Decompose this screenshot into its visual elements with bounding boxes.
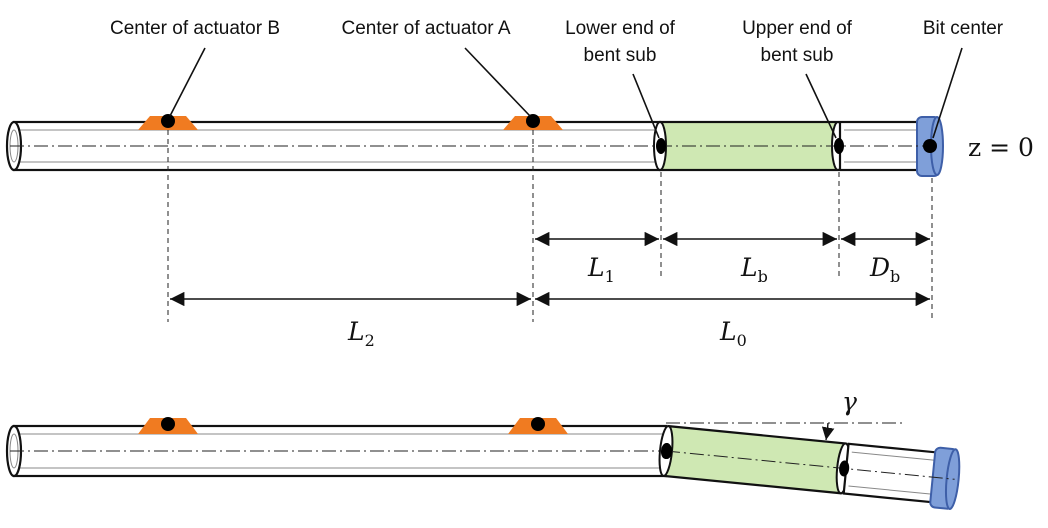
actuator-a-center-dot (526, 114, 540, 128)
z-equals-zero: z = 0 (968, 133, 1034, 162)
bent-actuator-a-dot (531, 417, 545, 431)
dimension-arrows (170, 231, 930, 307)
leader-lines (169, 47, 963, 139)
lower-end-label-line1: Lower end of (565, 18, 676, 39)
tilted-centerline (665, 450, 955, 480)
dim-Lb-label: Lb (740, 253, 768, 286)
actuator-a-label: Center of actuator A (342, 18, 511, 39)
actuator-b-label: Center of actuator B (110, 18, 280, 39)
straight-assembly (5, 114, 944, 177)
bent-assembly (5, 417, 961, 510)
bent-actuator-b-dot (161, 417, 175, 431)
reference-lines (167, 130, 933, 322)
dim-Db-label: Db (869, 253, 900, 286)
dim-L2-label: L2 (347, 317, 375, 350)
upper-end-label-line1: Upper end of (742, 18, 853, 39)
bit-center-dot (923, 139, 937, 153)
leader-upper-end (805, 73, 837, 139)
bent-lower-end-dot (662, 443, 672, 459)
dim-L0-label: L0 (719, 317, 747, 350)
dim-L1-label: L1 (587, 253, 615, 286)
leader-actuator-a (464, 47, 531, 117)
bit-sub-tilted-inner-bottom (848, 485, 935, 495)
leader-actuator-b (169, 47, 206, 117)
tilted-section (658, 424, 961, 510)
bit-center-label: Bit center (923, 18, 1004, 39)
gamma-symbol: γ (842, 387, 857, 416)
lower-end-label-line2: bent sub (584, 45, 657, 66)
leader-lower-end (632, 73, 660, 139)
lower-end-dot (656, 138, 666, 154)
actuator-b-center-dot (161, 114, 175, 128)
leader-bit-center (932, 47, 963, 139)
upper-end-label-line2: bent sub (761, 45, 834, 66)
upper-end-dot (834, 138, 844, 154)
bent-sub-tilted (662, 424, 847, 495)
bit-sub-tilted-inner-top (851, 451, 938, 462)
angle-arc (821, 422, 835, 441)
tilted-upper-end-dot (839, 460, 850, 477)
